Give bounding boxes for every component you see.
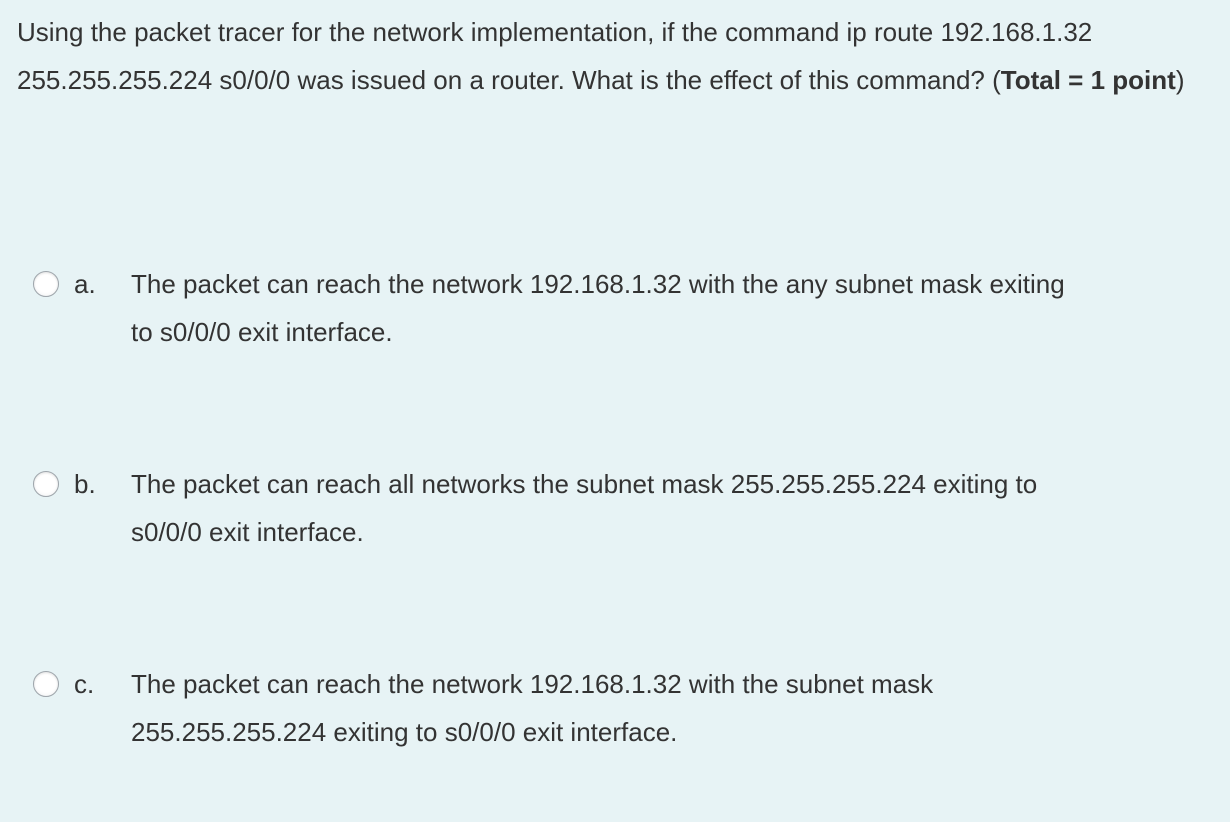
option-letter: c. [74, 669, 95, 699]
radio-button-c[interactable] [33, 671, 59, 697]
option-text-line-1: The packet can reach the network 192.168… [131, 269, 1065, 299]
answer-option-b[interactable]: b. The packet can reach all networks the… [0, 460, 1230, 560]
option-text-line-2: to s0/0/0 exit interface. [131, 317, 393, 347]
answer-option-c[interactable]: c. The packet can reach the network 192.… [0, 660, 1230, 760]
option-text-line-2: s0/0/0 exit interface. [131, 517, 364, 547]
question-points: Total = 1 point [1000, 65, 1176, 95]
option-text-line-1: The packet can reach the network 192.168… [131, 669, 934, 699]
option-text-line-2: 255.255.255.224 exiting to s0/0/0 exit i… [131, 717, 678, 747]
question-text-end: ) [1175, 65, 1185, 95]
radio-button-a[interactable] [33, 271, 59, 297]
radio-button-b[interactable] [33, 471, 59, 497]
option-letter: b. [74, 469, 96, 499]
question-text-main: Using the packet tracer for the network … [17, 17, 1093, 95]
option-letter: a. [74, 269, 96, 299]
answer-option-a[interactable]: a. The packet can reach the network 192.… [0, 260, 1230, 360]
question-text: Using the packet tracer for the network … [17, 8, 1217, 104]
option-text-line-1: The packet can reach all networks the su… [131, 469, 1038, 499]
